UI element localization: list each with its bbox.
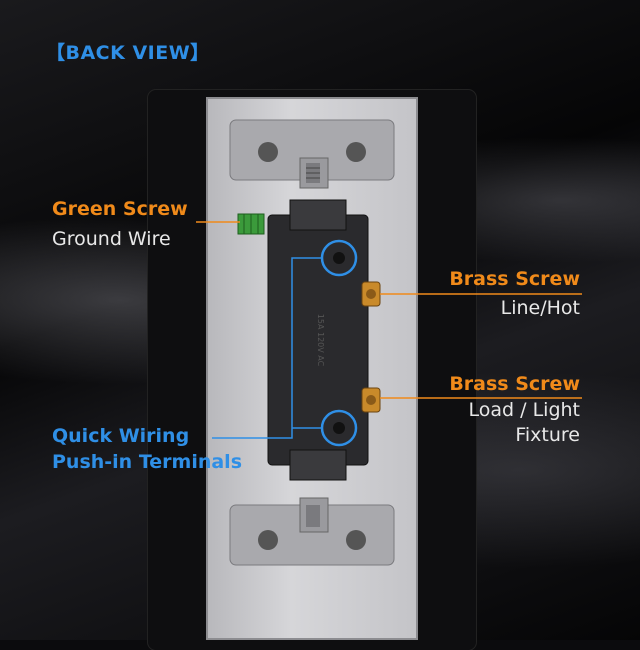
push-in-terminals-label: Push-in Terminals [52,451,242,473]
ground-wire-label: Ground Wire [52,228,171,250]
brass-screw-line-label: Brass Screw [449,268,580,290]
load-light-label: Load / Light [468,399,580,421]
page-title: 【BACK VIEW】 [46,42,210,64]
quick-wiring-label: Quick Wiring [52,425,190,447]
brass-screw-load-label: Brass Screw [449,373,580,395]
switch-frame [206,97,418,640]
green-screw-label: Green Screw [52,198,188,220]
line-hot-label: Line/Hot [500,297,580,319]
fixture-label: Fixture [515,424,580,446]
